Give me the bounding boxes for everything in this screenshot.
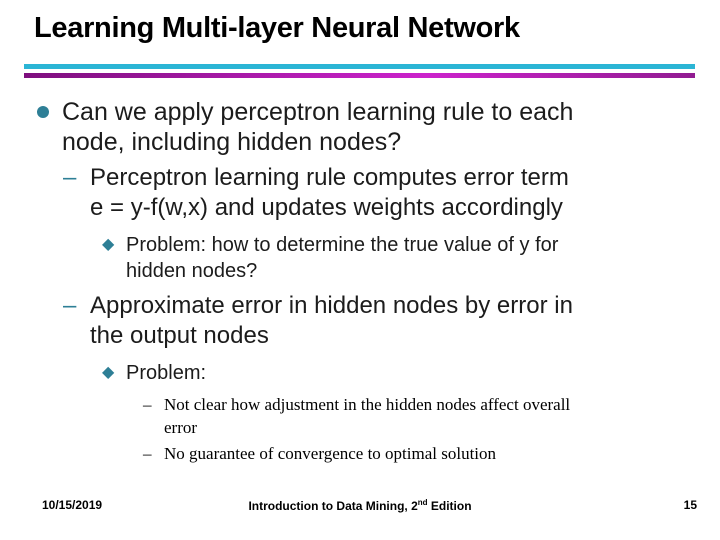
footer-course-title: Introduction to Data Mining, 2nd Edition <box>0 498 720 513</box>
footer-course-ordinal: nd <box>417 498 428 507</box>
bullet-dash-serif-icon: – <box>143 444 152 463</box>
footer-page-number: 15 <box>683 498 697 512</box>
title-underline-cyan <box>24 64 695 69</box>
bullet-item: Can we apply perceptron learning rule to… <box>0 97 710 157</box>
footer-course-prefix: Introduction to Data Mining, 2 <box>248 499 418 513</box>
bullet-item: –No guarantee of convergence to optimal … <box>0 442 710 465</box>
bullet-item: ◆ Problem: how to determine the true valu… <box>0 232 710 284</box>
bullet-text: No guarantee of convergence to optimal s… <box>164 444 497 463</box>
bullet-dash-serif-icon: – <box>143 395 152 414</box>
title-underline-magenta <box>24 73 695 78</box>
bullet-item: ◆ Problem: <box>0 360 710 386</box>
bullet-text: Problem: how to determine the true value… <box>126 234 559 282</box>
bullet-diamond-icon: ◆ <box>102 364 115 381</box>
bullet-dash-icon: – <box>63 164 77 191</box>
bullet-diamond-icon: ◆ <box>102 236 115 253</box>
bullet-item: –Approximate error in hidden nodes by er… <box>0 291 710 351</box>
bullet-item: –Not clear how adjustment in the hidden … <box>0 393 710 439</box>
bullet-text: Perceptron learning rule computes error … <box>90 164 569 221</box>
bullet-text: Problem: <box>126 362 207 384</box>
bullet-item: –Perceptron learning rule computes error… <box>0 163 710 223</box>
slide-title: Learning Multi-layer Neural Network <box>34 12 520 44</box>
bullet-text: Approximate error in hidden nodes by err… <box>90 292 573 349</box>
bullet-text: Not clear how adjustment in the hidden n… <box>164 395 571 437</box>
bullet-text: Can we apply perceptron learning rule to… <box>62 98 574 156</box>
footer-course-suffix: Edition <box>427 499 472 513</box>
bullet-dash-icon: – <box>63 292 77 319</box>
footer-date: 10/15/2019 <box>42 498 103 512</box>
bullet-list: Can we apply perceptron learning rule to… <box>0 97 710 468</box>
bullet-circle-icon <box>37 106 49 118</box>
